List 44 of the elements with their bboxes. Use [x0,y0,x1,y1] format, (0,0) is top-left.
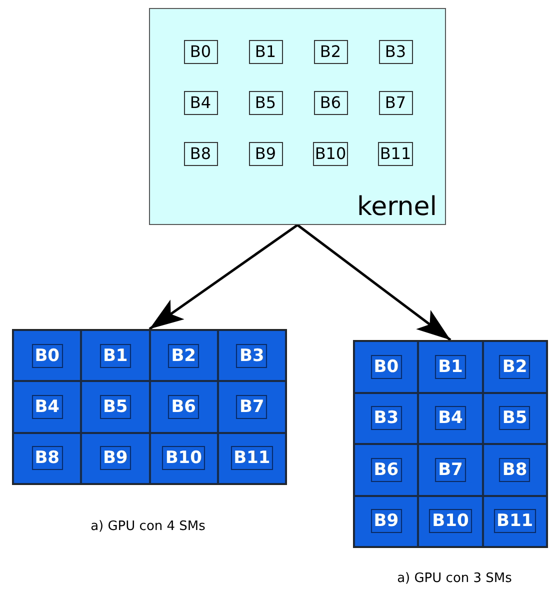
arrow [148,224,298,330]
block-label: B11 [378,142,414,166]
block-label: B0 [32,344,63,368]
block-label: B10 [312,142,348,166]
block-label: B5 [100,394,131,419]
block-label: B9 [100,446,131,470]
block-label: B5 [248,91,282,115]
arrow [296,224,452,341]
block-label: B8 [184,142,218,166]
block-label: B2 [314,40,348,64]
block-label: B1 [435,354,466,379]
block-label: B6 [168,394,200,419]
block-label: B2 [499,354,530,379]
block-label: B0 [184,40,218,64]
block-label: B5 [499,406,530,430]
gpu-grid [12,329,287,485]
block-label: B7 [378,91,412,115]
block-label: B7 [435,458,466,482]
block-label: B8 [32,446,63,470]
block-label: B3 [370,406,402,430]
block-label: B1 [248,40,282,64]
block-label: B9 [370,509,402,534]
block-label: B10 [429,509,472,534]
kernel-label: kernel [356,192,437,222]
block-label: B6 [314,91,348,115]
block-label: B11 [494,509,536,534]
block-label: B11 [230,446,274,470]
block-label: B7 [236,394,268,419]
block-label: B4 [435,406,466,430]
kernel-box [149,8,446,225]
gpu-grid [353,340,548,548]
block-label: B2 [168,344,200,368]
node-label: a) GPU con 4 SMs [90,519,206,534]
block-label: B8 [499,458,530,482]
block-label: B9 [248,142,282,166]
block-label: B10 [162,446,205,470]
block-label: B1 [100,344,131,368]
block-label: B4 [184,91,218,115]
block-label: B3 [236,344,268,368]
block-label: B3 [378,40,412,64]
block-label: B6 [370,458,402,482]
node-label: a) GPU con 3 SMs [397,571,512,586]
block-label: B0 [370,354,402,379]
block-label: B4 [32,394,63,419]
